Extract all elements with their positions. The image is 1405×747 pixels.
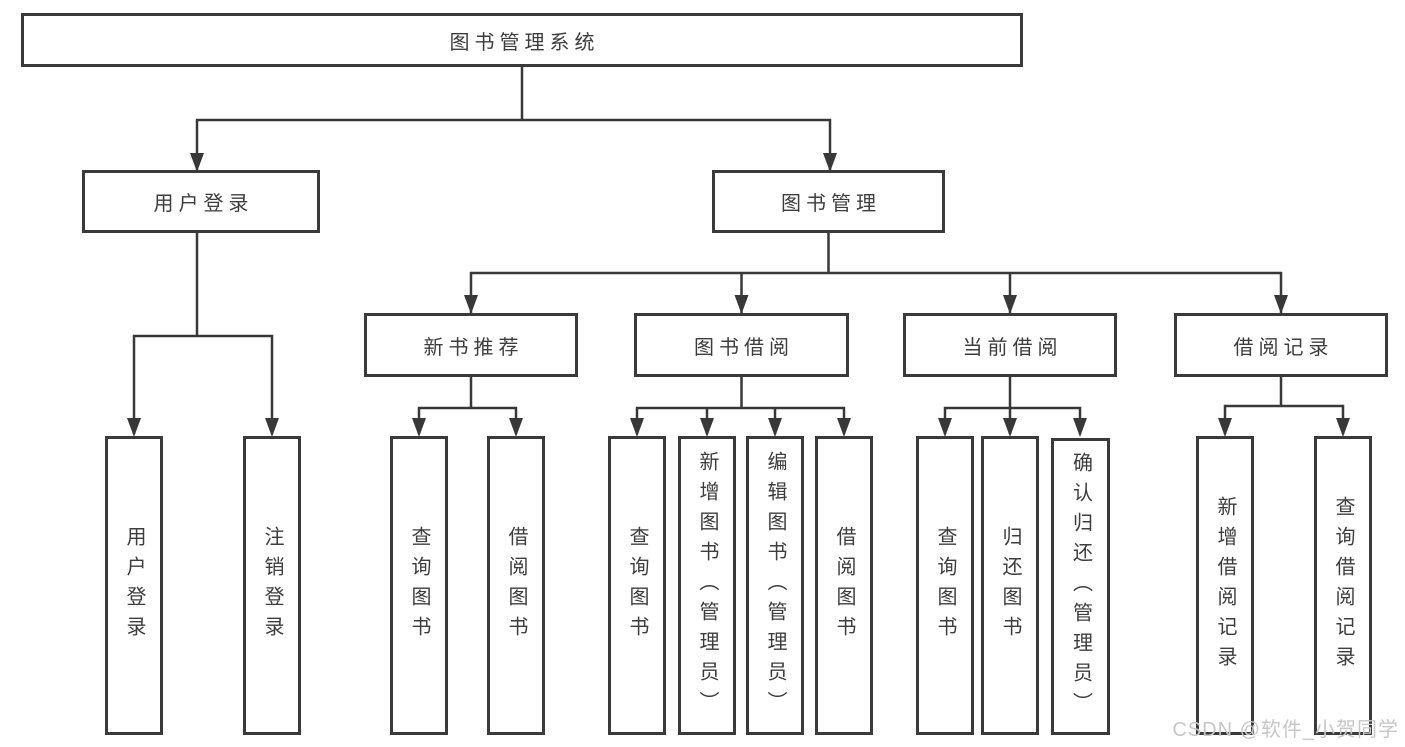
edge-level3 — [469, 271, 1283, 314]
node-user-login: 用户登录 — [82, 170, 320, 233]
leaf-current-query-books: 查询图书 — [916, 436, 974, 735]
node-current-borrow-label: 当前借阅 — [962, 336, 1063, 359]
leaf-user-login: 用户登录 — [105, 436, 163, 735]
arrow-icon — [1073, 418, 1087, 437]
edge-borrow-split — [635, 406, 846, 434]
arrow-icon — [127, 418, 141, 437]
leaf-records-query-record: 查询借阅记录 — [1314, 436, 1372, 735]
arrowheads — [127, 153, 1350, 437]
leaf-records-query-record-label: 查询借阅记录 — [1332, 495, 1354, 676]
watermark: CSDN @软件_小贺同学 — [1172, 719, 1399, 741]
leaf-newbook-borrow-books-label: 借阅图书 — [505, 525, 527, 646]
leaf-borrow-query-books: 查询图书 — [608, 436, 666, 735]
leaf-current-return-books-label: 归还图书 — [999, 525, 1021, 646]
node-root: 图书管理系统 — [21, 13, 1023, 67]
leaf-newbook-query-books: 查询图书 — [390, 436, 448, 735]
leaf-user-login-label: 用户登录 — [123, 525, 145, 646]
leaf-logout: 注销登录 — [243, 436, 301, 735]
node-new-book-recommend-label: 新书推荐 — [423, 336, 524, 359]
arrow-icon — [837, 418, 851, 437]
arrow-icon — [823, 153, 837, 172]
leaf-logout-label: 注销登录 — [261, 525, 283, 646]
leaf-borrow-add-books-admin-label: 新增图书（管理员） — [696, 450, 718, 721]
arrow-icon — [190, 153, 204, 172]
leaf-newbook-query-books-label: 查询图书 — [408, 525, 430, 646]
arrow-icon — [509, 418, 523, 437]
node-book-management: 图书管理 — [712, 170, 945, 233]
arrow-icon — [1218, 418, 1232, 437]
leaf-current-query-books-label: 查询图书 — [934, 525, 956, 646]
leaf-newbook-borrow-books: 借阅图书 — [487, 436, 545, 735]
leaf-borrow-borrow-books: 借阅图书 — [815, 436, 873, 735]
tree-edges — [132, 67, 1345, 434]
node-borrow-records-label: 借阅记录 — [1233, 336, 1334, 359]
leaf-current-confirm-return-admin: 确认归还（管理员） — [1051, 438, 1110, 735]
node-borrow-records: 借阅记录 — [1174, 313, 1388, 377]
leaf-records-add-record: 新增借阅记录 — [1196, 436, 1254, 735]
arrow-icon — [700, 418, 714, 437]
node-user-login-label: 用户登录 — [153, 193, 254, 215]
leaf-current-confirm-return-admin-label: 确认归还（管理员） — [1069, 451, 1092, 722]
node-current-borrow: 当前借阅 — [903, 313, 1117, 377]
edge-newbook-split — [417, 406, 518, 434]
leaf-borrow-query-books-label: 查询图书 — [626, 525, 648, 646]
arrow-icon — [734, 295, 749, 314]
arrow-icon — [464, 295, 478, 314]
leaf-borrow-borrow-books-label: 借阅图书 — [833, 525, 855, 646]
arrow-icon — [1336, 418, 1350, 437]
leaf-current-return-books: 归还图书 — [981, 436, 1039, 735]
leaf-borrow-edit-books-admin-label: 编辑图书（管理员） — [764, 450, 786, 721]
arrow-icon — [1003, 418, 1017, 437]
arrow-icon — [768, 418, 782, 437]
arrow-icon — [1274, 295, 1288, 314]
arrow-icon — [938, 418, 952, 437]
arrow-icon — [265, 418, 279, 437]
node-root-label: 图书管理系统 — [449, 31, 600, 54]
node-book-borrow: 图书借阅 — [634, 313, 849, 377]
arrow-icon — [412, 418, 426, 437]
node-new-book-recommend: 新书推荐 — [364, 313, 578, 377]
leaf-borrow-add-books-admin: 新增图书（管理员） — [678, 436, 736, 735]
arrow-icon — [630, 418, 644, 437]
edge-level2 — [195, 118, 832, 172]
edge-records-split — [1223, 404, 1345, 434]
node-book-borrow-label: 图书借阅 — [694, 336, 794, 359]
arrow-icon — [1003, 295, 1017, 314]
leaf-borrow-edit-books-admin: 编辑图书（管理员） — [746, 436, 804, 735]
leaf-records-add-record-label: 新增借阅记录 — [1214, 495, 1236, 676]
node-book-management-label: 图书管理 — [781, 193, 881, 215]
edge-userlogin-split — [132, 334, 274, 434]
